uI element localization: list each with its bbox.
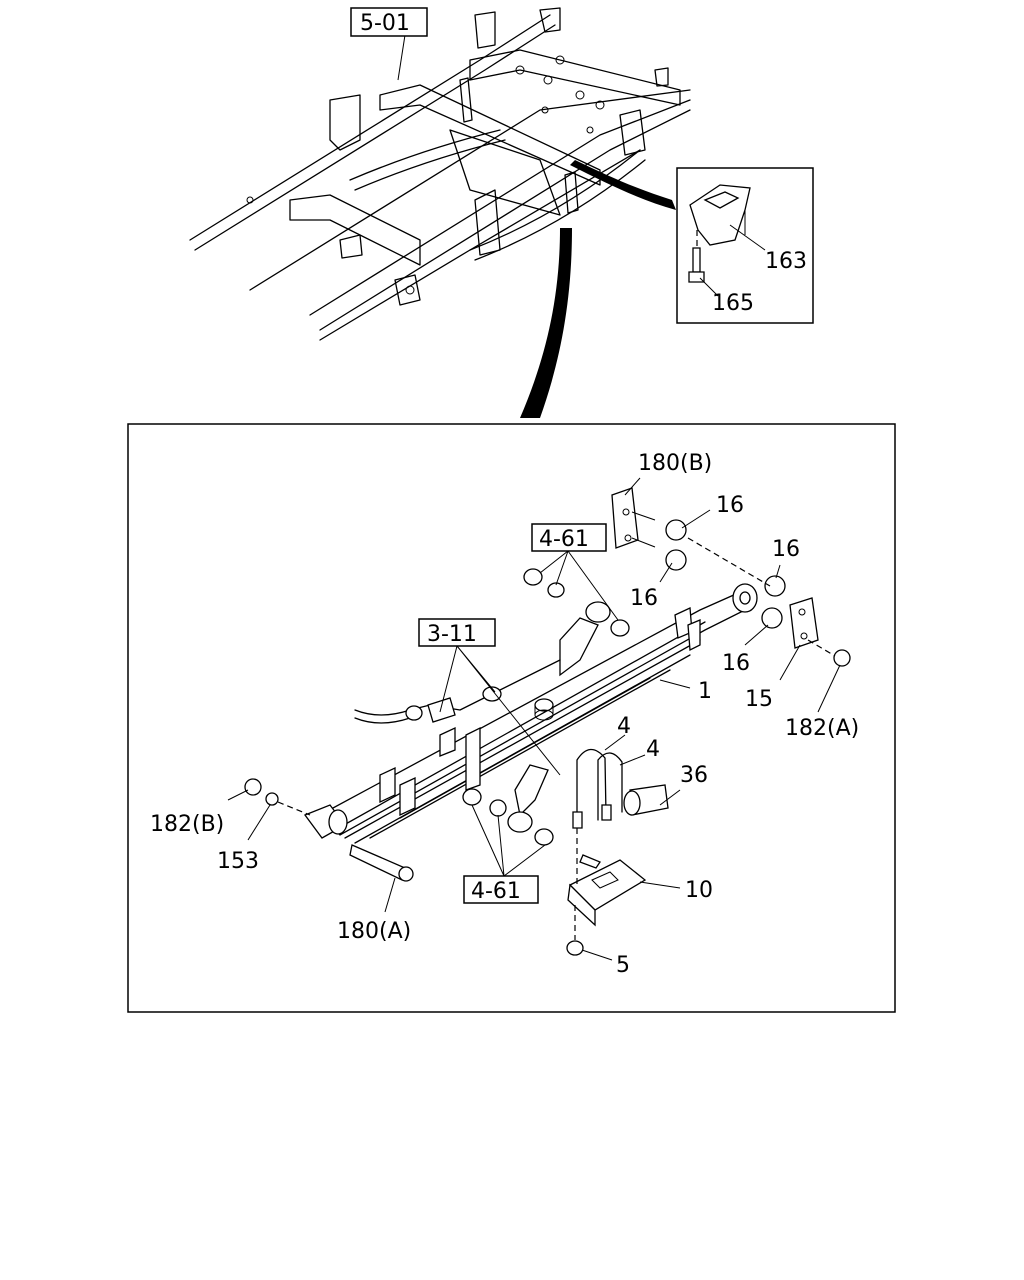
callout-leaders	[227, 477, 841, 961]
callout-4-right: 4	[646, 737, 660, 762]
detail-frame	[127, 423, 896, 1013]
leaf-spring-assembly-drawing	[244, 487, 851, 956]
callout-165: 165	[712, 291, 754, 316]
reference-3-11-label: 3-11	[427, 622, 477, 647]
callout-1: 1	[698, 679, 712, 704]
callout-15: 15	[745, 687, 773, 712]
callout-180b: 180(B)	[638, 451, 712, 476]
reference-4-61-top-label: 4-61	[539, 527, 589, 552]
callout-4-left: 4	[617, 714, 631, 739]
callout-5: 5	[616, 953, 630, 978]
callout-16-mid: 16	[630, 586, 658, 611]
callout-153: 153	[217, 849, 259, 874]
callout-36: 36	[680, 763, 708, 788]
reference-5-01-label: 5-01	[360, 11, 410, 36]
callout-10: 10	[685, 878, 713, 903]
chassis-frame-drawing	[189, 7, 691, 418]
callout-16-top: 16	[716, 493, 744, 518]
reference-4-61-top: 4-61	[531, 523, 619, 621]
callout-16-right: 16	[772, 537, 800, 562]
callout-163: 163	[765, 249, 807, 274]
callout-180a: 180(A)	[337, 919, 411, 944]
callout-16-lower: 16	[722, 651, 750, 676]
reference-5-01: 5-01	[350, 7, 428, 37]
reference-4-61-bottom-label: 4-61	[471, 879, 521, 904]
reference-3-11: 3-11	[418, 618, 561, 776]
callout-182b: 182(B)	[150, 812, 224, 837]
reference-4-61-bottom: 4-61	[463, 804, 546, 904]
callout-182a: 182(A)	[785, 716, 859, 741]
inset-bracket-detail: 163 165	[676, 167, 814, 324]
